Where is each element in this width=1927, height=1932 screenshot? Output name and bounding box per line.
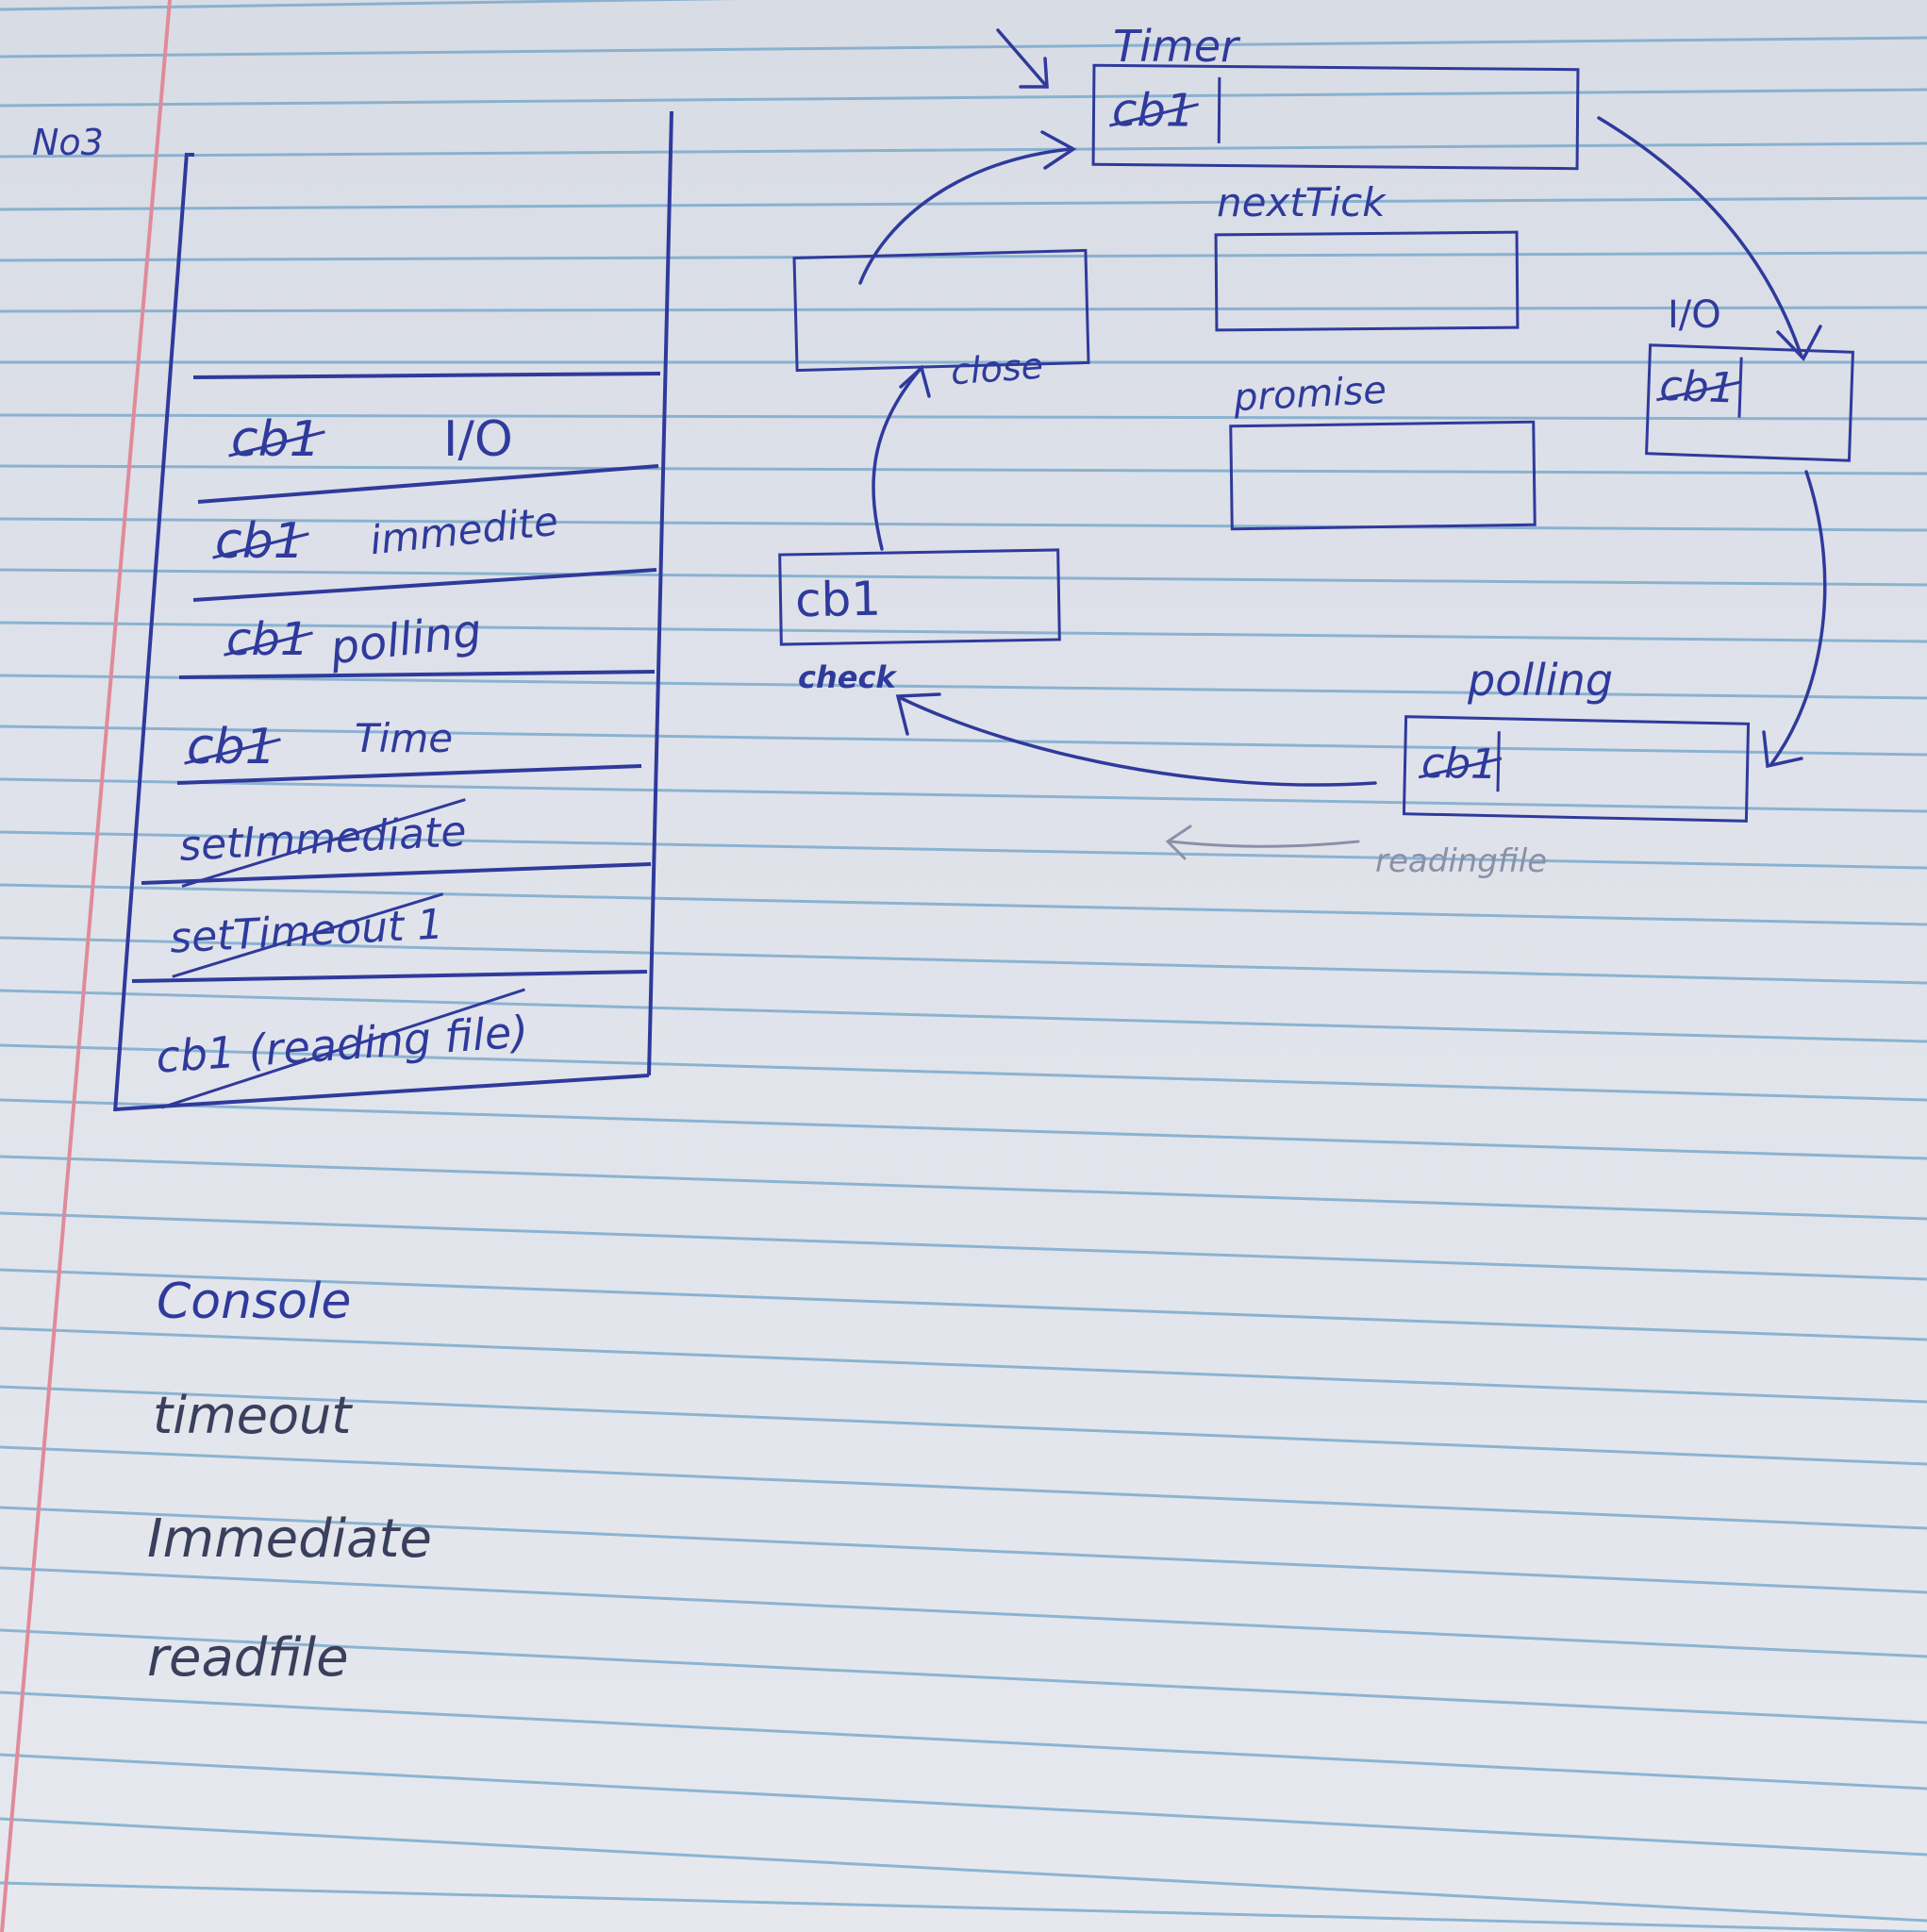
entry-arrow	[996, 28, 1049, 89]
margin-line	[0, 0, 172, 1932]
queue-divider	[1496, 731, 1501, 792]
console-line-immediate: Immediate	[147, 1508, 432, 1570]
io-queue-box: cb1	[1645, 343, 1854, 462]
nexttick-label: nextTick	[1217, 179, 1386, 225]
io-to-polling-arrow	[1769, 470, 1827, 766]
polling-queue-box: cb1	[1402, 715, 1751, 823]
stack-entry-cb1-io: cb1	[231, 415, 321, 464]
note-number: No3	[32, 122, 104, 163]
promise-queue-box	[1229, 420, 1537, 531]
close-to-timer-arrow	[858, 147, 1072, 285]
polling-sublabel: readingfile	[1375, 842, 1548, 880]
stack-entry-text: cb1	[215, 513, 305, 570]
check-queue-box: cb1	[778, 548, 1061, 646]
timer-to-io-arrow	[1597, 116, 1803, 358]
check-queue-item: cb1	[794, 571, 882, 628]
stack-entry-text: cb1	[231, 411, 321, 468]
timer-queue-box: cb1	[1091, 63, 1580, 171]
close-label: close	[949, 344, 1045, 393]
stack-entry-io-label: I/O	[443, 411, 513, 468]
nexttick-queue-box	[1214, 230, 1520, 332]
queue-item-text: cb1	[1658, 361, 1736, 413]
console-line-timeout: timeout	[153, 1386, 352, 1445]
queue-item-text: cb1	[1111, 83, 1195, 138]
timer-queue-item: cb1	[1112, 84, 1195, 138]
queue-divider	[1737, 357, 1743, 418]
check-to-close-arrow	[872, 368, 922, 551]
io-label: I/O	[1668, 293, 1721, 337]
close-queue-box	[792, 248, 1090, 373]
reading-file-arrow	[1168, 840, 1360, 848]
stack-entry-cb1-time: cb1	[187, 723, 276, 772]
stack-entry-cb1-polling: cb1	[226, 617, 308, 662]
promise-label: promise	[1232, 368, 1387, 421]
console-line-readfile: readfile	[147, 1627, 349, 1689]
queue-divider	[1217, 76, 1221, 143]
stack-entry-text: cb1	[226, 613, 309, 666]
polling-label: polling	[1468, 655, 1614, 706]
stack-entry-cb1-immediate: cb1	[215, 517, 305, 566]
polling-to-check-arrow	[899, 696, 1377, 787]
timer-label: Timer	[1113, 21, 1238, 72]
console-heading: Console	[157, 1274, 352, 1330]
io-queue-item: cb1	[1659, 362, 1736, 413]
polling-queue-item: cb1	[1420, 739, 1498, 790]
stack-entry-time-label: Time	[355, 715, 454, 761]
stack-entry-text: cb1	[187, 719, 276, 775]
check-label: check	[798, 659, 896, 695]
queue-item-text: cb1	[1420, 739, 1498, 790]
